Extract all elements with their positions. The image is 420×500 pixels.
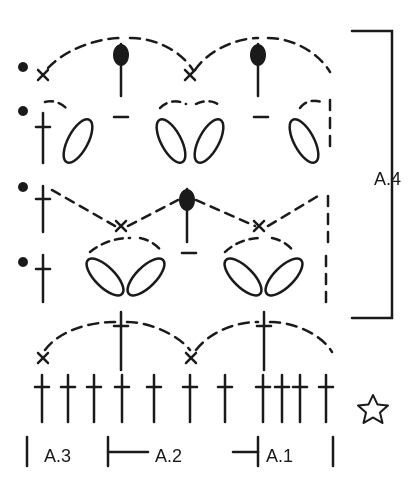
cluster-loop-icon — [223, 257, 263, 297]
row-1-bobbles — [113, 42, 266, 98]
dot-icon — [18, 106, 28, 116]
treble-icon — [33, 373, 51, 424]
foundation-trebles — [33, 373, 335, 424]
repeat-label-a4: A.4 — [374, 169, 402, 189]
cluster-loop-icon — [126, 257, 166, 297]
row-3-crosses — [114, 219, 266, 233]
row-1-crosses — [36, 68, 197, 82]
row-5-arcs — [43, 320, 334, 354]
treble-icon — [113, 373, 131, 424]
repeat-bracket-a4 — [350, 29, 394, 320]
treble-icon — [145, 373, 163, 424]
treble-icon — [216, 373, 234, 424]
treble-icon — [181, 373, 199, 424]
row-3-treble — [34, 184, 52, 234]
repeat-brackets-bottom — [25, 435, 335, 468]
row-4-arcs — [88, 236, 296, 254]
row-4-loops — [85, 257, 304, 297]
row-4-treble — [34, 253, 52, 304]
dot-icon — [18, 62, 28, 72]
row-2-marks — [112, 98, 332, 148]
cross-icon — [36, 351, 50, 365]
cluster-loop-icon — [193, 118, 225, 164]
repeat-label-a3: A.3 — [44, 446, 72, 466]
row-3-arcs — [50, 188, 320, 228]
row-4-marks — [180, 251, 328, 304]
row-3-bobble — [179, 187, 195, 244]
row-5-trebles — [112, 310, 273, 372]
repeat-label-a1: A.1 — [266, 446, 294, 466]
treble-icon — [291, 373, 309, 424]
cross-icon — [36, 68, 50, 82]
dot-icon — [18, 257, 28, 267]
dot-icon — [18, 182, 28, 192]
row-5-crosses — [36, 351, 198, 365]
row-2-loops — [62, 118, 320, 164]
treble-icon — [85, 373, 103, 424]
cluster-loop-icon — [155, 118, 187, 164]
row-1-arcs — [46, 36, 332, 74]
cross-icon — [183, 68, 197, 82]
treble-icon — [273, 373, 291, 424]
treble-icon — [317, 373, 335, 424]
cross-icon — [114, 219, 128, 233]
cross-icon — [252, 219, 266, 233]
repeat-label-a2: A.2 — [155, 446, 183, 466]
row-2-arcs — [43, 99, 324, 110]
cluster-loop-icon — [288, 118, 320, 164]
treble-icon — [254, 373, 272, 424]
treble-icon — [59, 373, 77, 424]
cluster-loop-icon — [62, 118, 94, 164]
cluster-loop-icon — [85, 257, 125, 297]
cross-icon — [184, 351, 198, 365]
star-icon — [357, 394, 389, 424]
row-2-treble — [34, 111, 52, 165]
cluster-loop-icon — [264, 257, 304, 297]
